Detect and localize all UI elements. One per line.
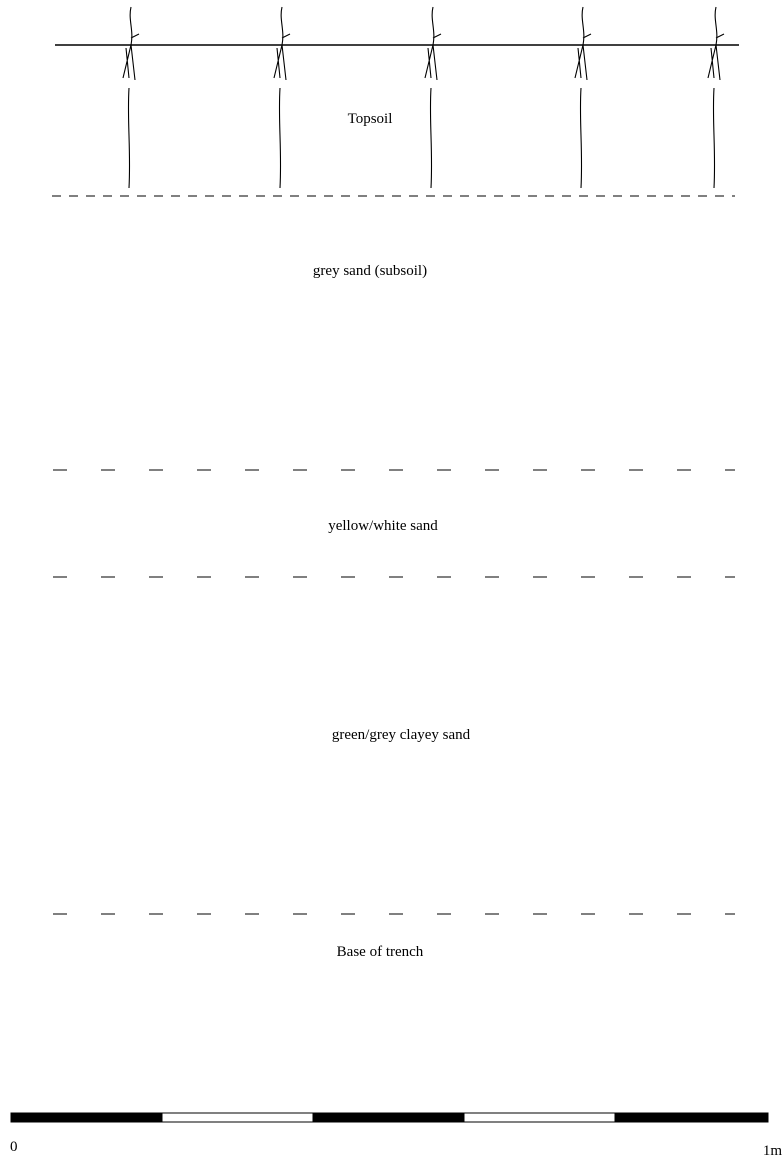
plant-symbol	[425, 7, 441, 188]
scale-bar-segment	[313, 1113, 464, 1122]
plant-stroke	[708, 7, 724, 188]
plant-symbol	[274, 7, 290, 188]
scale-bar-segment	[464, 1113, 615, 1122]
layer-label-green-grey-clayey-sand: green/grey clayey sand	[332, 727, 471, 743]
scale-bar-end-label: 1m	[763, 1143, 783, 1159]
plant-stroke	[123, 7, 139, 188]
vegetation-symbols	[123, 7, 724, 188]
plant-stroke	[425, 7, 441, 188]
plant-stroke	[274, 7, 290, 188]
plant-symbol	[575, 7, 591, 188]
scale-bar-segment	[11, 1113, 162, 1122]
layer-label-yellow-white-sand: yellow/white sand	[328, 518, 438, 534]
layer-label-topsoil: Topsoil	[348, 111, 393, 127]
plant-symbol	[123, 7, 139, 188]
scale-bar-start-label: 0	[10, 1139, 18, 1155]
scale-bar: 0 1m	[10, 1113, 782, 1159]
layer-label-base-of-trench: Base of trench	[337, 944, 424, 960]
layer-label-grey-sand: grey sand (subsoil)	[313, 263, 427, 279]
plant-stroke	[575, 7, 591, 188]
scale-bar-segment	[615, 1113, 768, 1122]
scale-bar-segment	[162, 1113, 313, 1122]
plant-symbol	[708, 7, 724, 188]
